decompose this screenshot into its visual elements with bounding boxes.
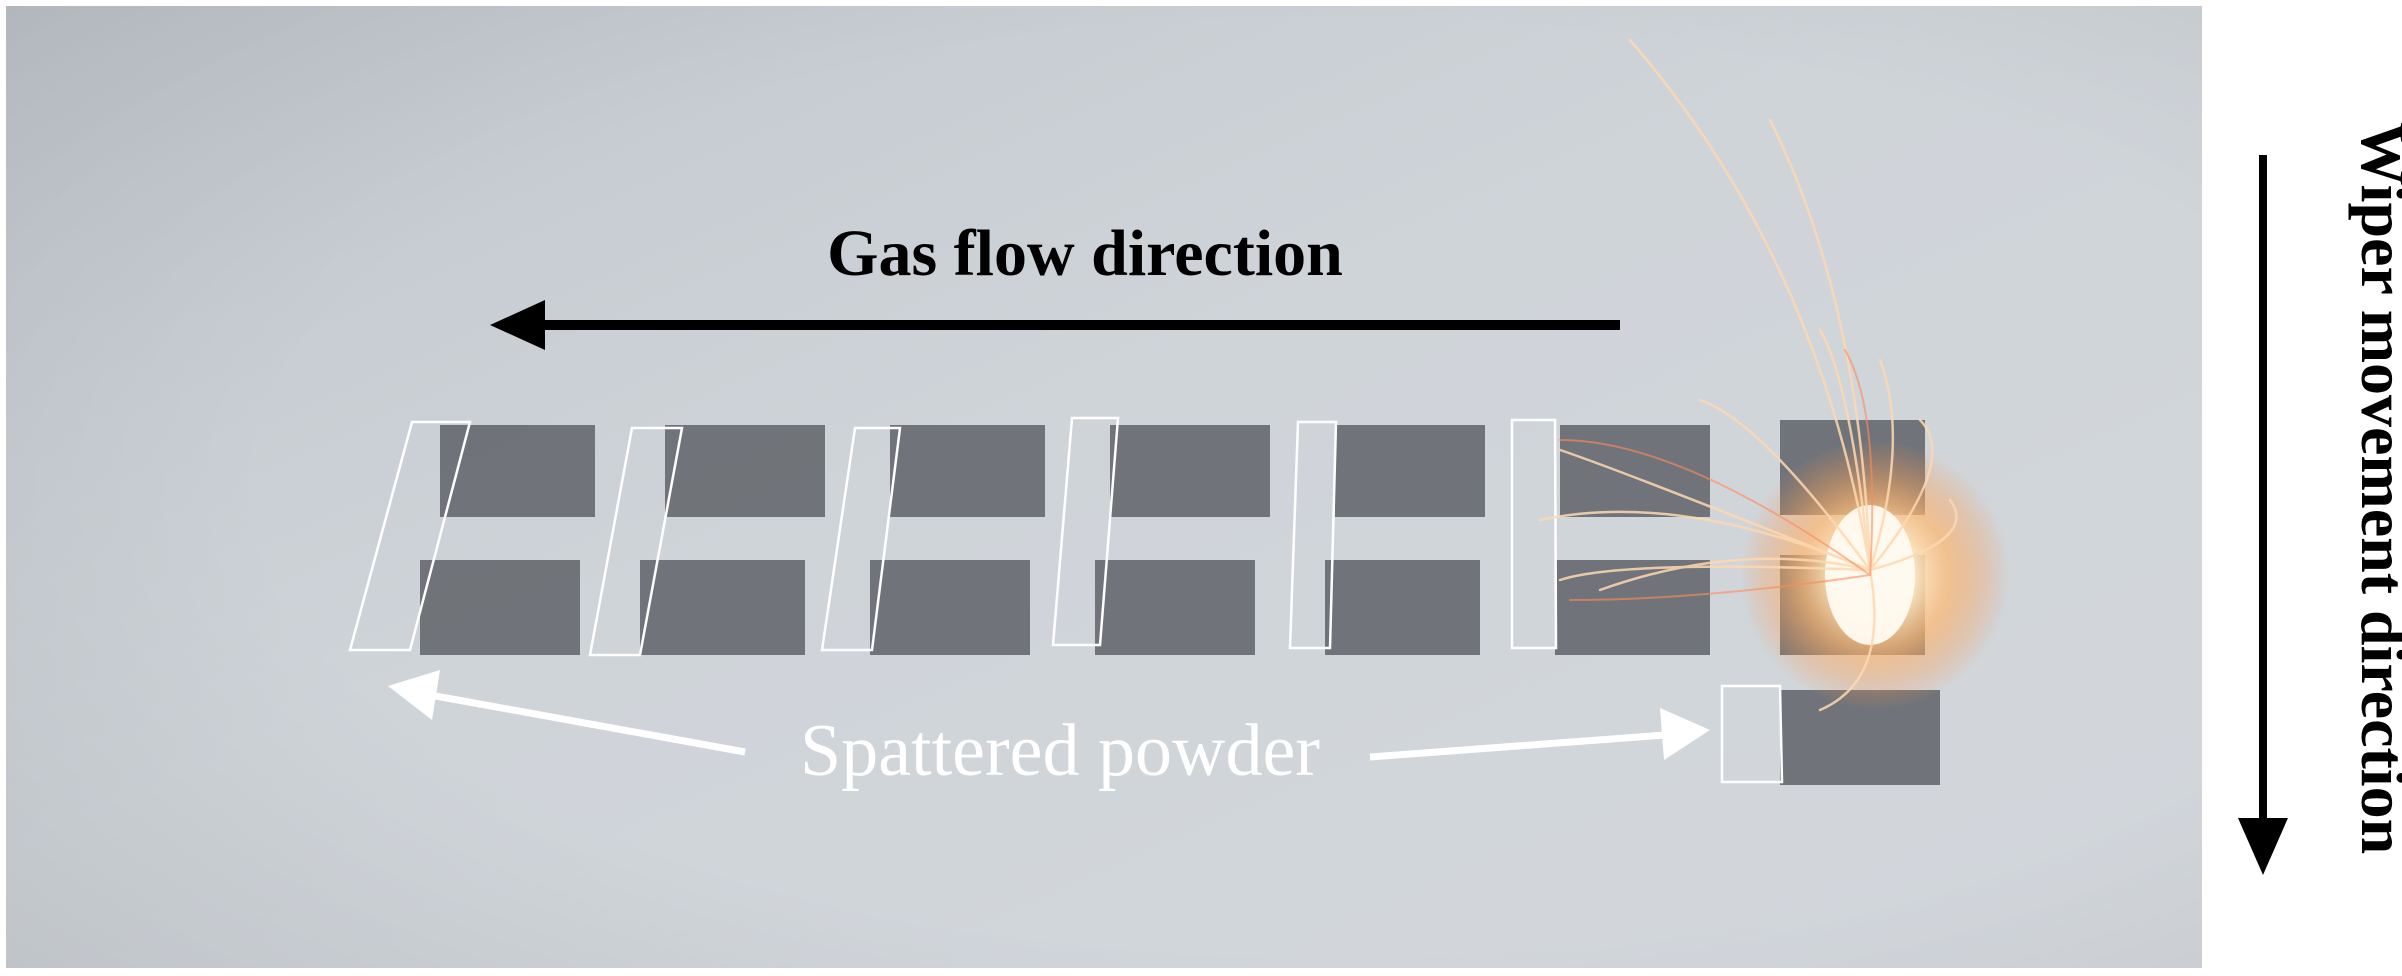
scan-track xyxy=(640,560,805,655)
scan-track xyxy=(1335,425,1485,517)
spatter-arrow-left xyxy=(429,691,746,756)
spatter-boxes xyxy=(348,416,1784,784)
spatter-box xyxy=(588,426,684,657)
spatter-box xyxy=(1288,420,1338,650)
scan-track xyxy=(420,560,580,655)
scan-track xyxy=(1560,425,1710,517)
scan-track xyxy=(665,425,825,517)
scan-track xyxy=(1110,425,1270,517)
scan-track xyxy=(870,560,1030,655)
spattered-powder-label: Spattered powder xyxy=(800,710,1320,792)
scan-track xyxy=(440,425,595,517)
spatter-arrow-left-head xyxy=(388,670,440,720)
scan-track xyxy=(1325,560,1480,655)
spatter-arrow-right-head xyxy=(1660,708,1710,760)
spattered-powder-arrows xyxy=(388,670,1710,761)
wiper-movement-arrow xyxy=(2238,155,2288,875)
spatter-box xyxy=(1051,416,1120,647)
gas-flow-label: Gas flow direction xyxy=(827,217,1343,290)
scan-track xyxy=(890,425,1045,517)
gas-flow-arrow xyxy=(490,300,1620,350)
wiper-movement-label: Wiper movement direction xyxy=(2348,122,2402,854)
spatter-box xyxy=(1510,418,1558,650)
scan-track xyxy=(1095,560,1255,655)
laser-spatter-sparks xyxy=(1538,38,2010,712)
spatter-box xyxy=(820,426,902,652)
spatter-box xyxy=(348,420,472,652)
spatter-arrow-right xyxy=(1369,731,1666,761)
spatter-box xyxy=(1720,684,1784,784)
